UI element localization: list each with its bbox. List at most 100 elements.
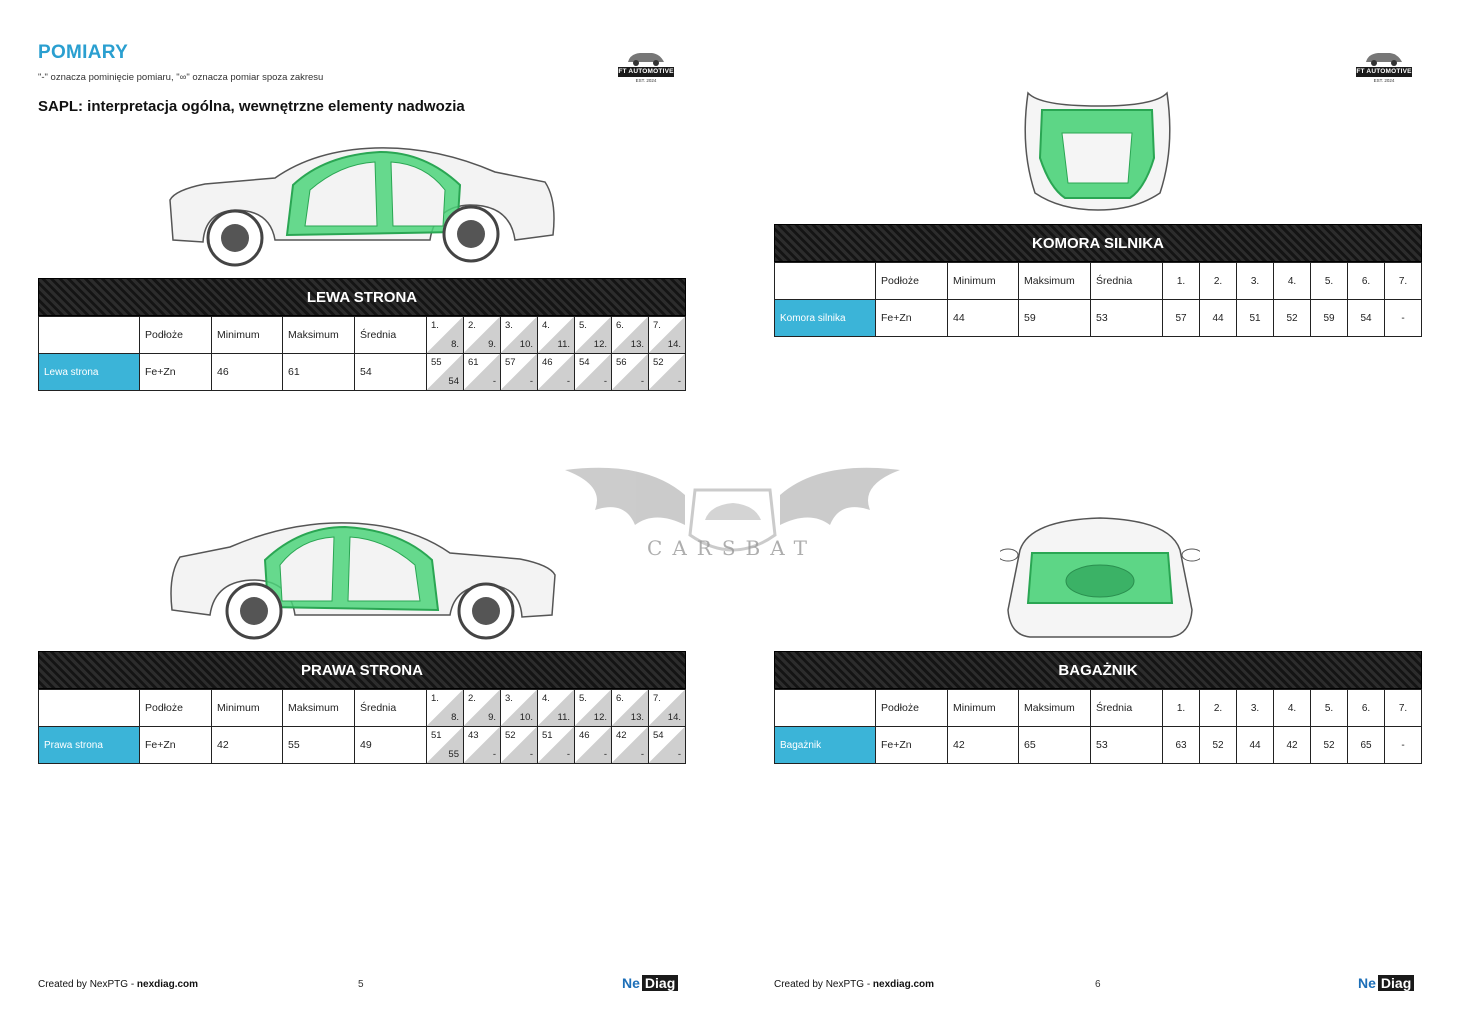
point-value: 52- xyxy=(648,353,686,391)
bagaznik-table: Podłoże Minimum Maksimum Średnia 1. 2. 3… xyxy=(774,689,1422,764)
min-value: 46 xyxy=(211,353,283,391)
table-row: Komora silnika Fe+Zn 44 59 53 57 44 51 5… xyxy=(774,299,1422,337)
point-header: 7. xyxy=(1384,262,1422,300)
point-value: - xyxy=(1384,299,1422,337)
max-value: 59 xyxy=(1018,299,1091,337)
table-header-row: Podłoże Minimum Maksimum Średnia 1. 2. 3… xyxy=(774,262,1422,300)
avg-value: 53 xyxy=(1090,726,1163,764)
header-min: Minimum xyxy=(947,689,1019,727)
point-value: 44 xyxy=(1199,299,1237,337)
avg-value: 49 xyxy=(354,726,427,764)
point-header: 5.12. xyxy=(574,316,612,354)
header-max: Maksimum xyxy=(282,689,355,727)
prawa-strona-heading: PRAWA STRONA xyxy=(38,651,686,689)
car-left-side-diagram xyxy=(169,147,555,267)
point-header: 4. xyxy=(1273,262,1311,300)
point-header: 2.9. xyxy=(463,689,501,727)
point-value: 42- xyxy=(611,726,649,764)
row-label: Bagażnik xyxy=(774,726,876,764)
footer-credit: Created by NexPTG - nexdiag.com xyxy=(38,979,199,990)
bagaznik-section: BAGAŻNIK Podłoże Minimum Maksimum Średni… xyxy=(774,651,1422,764)
point-header: 6. xyxy=(1347,262,1385,300)
car-logo-icon xyxy=(1366,53,1402,66)
point-value: 52 xyxy=(1273,299,1311,337)
point-value: 52- xyxy=(500,726,538,764)
footer-link[interactable]: nexdiag.com xyxy=(136,979,199,990)
komora-silnika-heading: KOMORA SILNIKA xyxy=(774,224,1422,262)
min-value: 42 xyxy=(211,726,283,764)
page-5: POMIARY "-" oznacza pominięcie pomiaru, … xyxy=(38,42,686,993)
point-value: 46- xyxy=(537,353,575,391)
header-substrate: Podłoże xyxy=(875,689,948,727)
point-header: 5.12. xyxy=(574,689,612,727)
header-max: Maksimum xyxy=(282,316,355,354)
point-header: 7.14. xyxy=(648,689,686,727)
point-header: 4.11. xyxy=(537,316,575,354)
point-header: 3. xyxy=(1236,262,1274,300)
watermark-text: CARSBAT xyxy=(647,536,817,560)
header-max: Maksimum xyxy=(1018,262,1091,300)
page-number: 6 xyxy=(1095,979,1101,990)
point-header: 5. xyxy=(1310,262,1348,300)
row-label: Prawa strona xyxy=(38,726,140,764)
footer-link[interactable]: nexdiag.com xyxy=(872,979,935,990)
empty-header-cell xyxy=(38,316,140,354)
point-value: 43- xyxy=(463,726,501,764)
header-min: Minimum xyxy=(211,689,283,727)
page-number: 5 xyxy=(358,979,364,990)
header-avg: Średnia xyxy=(354,689,427,727)
point-value: 54- xyxy=(574,353,612,391)
header-avg: Średnia xyxy=(1090,262,1163,300)
logo-text: FT AUTOMOTIVE xyxy=(1356,67,1412,77)
avg-value: 53 xyxy=(1090,299,1163,337)
point-value: 59 xyxy=(1310,299,1348,337)
point-header: 4.11. xyxy=(537,689,575,727)
ft-automotive-logo: FT AUTOMOTIVE EST. 2024 xyxy=(616,42,676,86)
komora-silnika-section: KOMORA SILNIKA Podłoże Minimum Maksimum … xyxy=(774,224,1422,337)
point-header: 6.13. xyxy=(611,689,649,727)
substrate-value: Fe+Zn xyxy=(139,353,212,391)
table-row: Bagażnik Fe+Zn 42 65 53 63 52 44 42 52 6… xyxy=(774,726,1422,764)
header-avg: Średnia xyxy=(354,316,427,354)
point-header: 3.10. xyxy=(500,689,538,727)
point-value: 51- xyxy=(537,726,575,764)
empty-header-cell xyxy=(774,262,876,300)
header-substrate: Podłoże xyxy=(875,262,948,300)
point-value: - xyxy=(1384,726,1422,764)
header-min: Minimum xyxy=(947,262,1019,300)
point-header: 1.8. xyxy=(426,316,464,354)
header-avg: Średnia xyxy=(1090,689,1163,727)
row-label: Komora silnika xyxy=(774,299,876,337)
table-header-row: Podłoże Minimum Maksimum Średnia 1.8. 2.… xyxy=(38,316,686,354)
substrate-value: Fe+Zn xyxy=(875,726,948,764)
point-value: 56- xyxy=(611,353,649,391)
header-substrate: Podłoże xyxy=(139,316,212,354)
page-title: POMIARY xyxy=(38,42,129,63)
carsbat-bat-watermark: CARSBAT xyxy=(565,467,900,560)
header-max: Maksimum xyxy=(1018,689,1091,727)
footer-credit: Created by NexPTG - nexdiag.com xyxy=(774,979,935,990)
section-subtitle: SAPL: interpretacja ogólna, wewnętrzne e… xyxy=(38,98,465,115)
header-min: Minimum xyxy=(211,316,283,354)
point-header: 2.9. xyxy=(463,316,501,354)
empty-header-cell xyxy=(38,689,140,727)
point-header: 5. xyxy=(1310,689,1348,727)
logo-text: FT AUTOMOTIVE xyxy=(618,67,674,77)
point-value: 42 xyxy=(1273,726,1311,764)
trunk-diagram xyxy=(1000,517,1200,638)
hood-diagram xyxy=(1024,91,1171,211)
header-substrate: Podłoże xyxy=(139,689,212,727)
max-value: 55 xyxy=(282,726,355,764)
empty-header-cell xyxy=(774,689,876,727)
point-value: 51 xyxy=(1236,299,1274,337)
point-header: 1. xyxy=(1162,262,1200,300)
point-value: 54- xyxy=(648,726,686,764)
lewa-strona-section: LEWA STRONA Podłoże Minimum Maksimum Śre… xyxy=(38,278,686,391)
point-header: 1. xyxy=(1162,689,1200,727)
car-right-side-diagram xyxy=(170,522,556,640)
